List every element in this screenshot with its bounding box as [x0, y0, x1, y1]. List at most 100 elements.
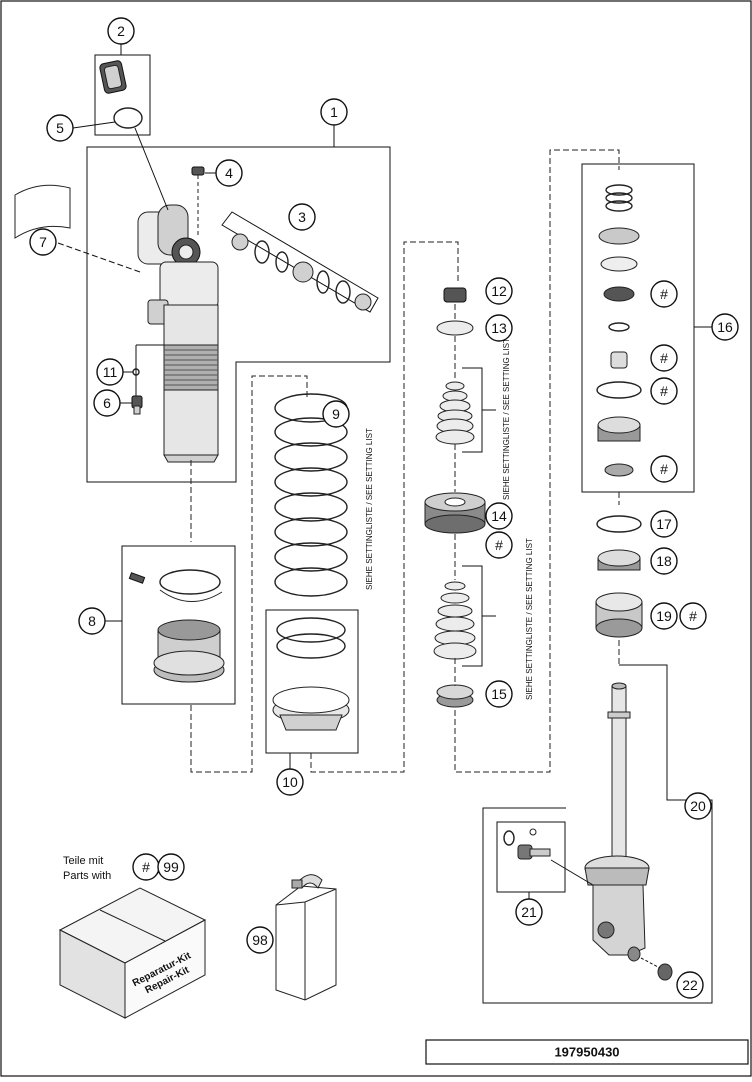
- part-10-spring-seat: [272, 617, 350, 731]
- callout-22: 22: [676, 971, 704, 999]
- setting-list-note-upper: SIEHE SETTINGLISTE / SEE SETTING LIST: [502, 338, 511, 500]
- part-8-adjuster: [128, 569, 225, 683]
- part-19-seal-head: [595, 592, 643, 638]
- callout-14: 14: [485, 502, 513, 530]
- callout-hash-16b: #: [650, 344, 678, 372]
- callout-19: 19: [650, 602, 678, 630]
- part-21-valve-insert: [503, 828, 551, 860]
- callout-10: 10: [276, 768, 304, 796]
- svg-text:10: 10: [282, 774, 298, 790]
- part-2-valve: [99, 60, 127, 94]
- group-box-21: [496, 821, 566, 893]
- svg-text:9: 9: [332, 406, 340, 422]
- callout-16: 16: [711, 313, 739, 341]
- part-3-seal-kit: [221, 211, 379, 313]
- callout-1: 1: [320, 98, 348, 126]
- svg-text:7: 7: [39, 234, 47, 250]
- callout-98: 98: [246, 926, 274, 954]
- part-1-shock-body: [137, 204, 219, 463]
- callout-99: 99: [157, 853, 185, 881]
- lead-2: [134, 127, 169, 211]
- svg-text:2: 2: [117, 23, 125, 39]
- svg-text:#: #: [660, 383, 668, 399]
- callout-17: 17: [650, 510, 678, 538]
- callout-hash-14: #: [485, 531, 513, 559]
- part-18-seal: [597, 549, 641, 571]
- group-box-16: [581, 163, 695, 493]
- svg-text:#: #: [142, 859, 150, 875]
- callout-9: 9: [322, 400, 350, 428]
- svg-text:#: #: [660, 286, 668, 302]
- callout-hash-legend: #: [132, 853, 160, 881]
- diagram-number-box: [425, 1039, 749, 1065]
- callout-15: 15: [485, 680, 513, 708]
- callout-4: 4: [215, 159, 243, 187]
- svg-text:6: 6: [103, 395, 111, 411]
- part-14-piston: [424, 492, 486, 534]
- callout-2: 2: [107, 17, 135, 45]
- callout-11: 11: [96, 358, 124, 386]
- callout-hash-16d: #: [650, 455, 678, 483]
- callout-20: 20: [684, 792, 712, 820]
- svg-text:21: 21: [521, 904, 537, 920]
- setting-list-note-9: SIEHE SETTINGLISTE / SEE SETTING LIST: [365, 428, 374, 590]
- callout-hash-16c: #: [650, 377, 678, 405]
- callout-7: 7: [29, 228, 57, 256]
- callout-hash-16a: #: [650, 280, 678, 308]
- part-20-piston-rod: [584, 682, 650, 956]
- group-box-10: [265, 609, 359, 754]
- part-22-bearing: [627, 946, 673, 981]
- link-15-16: [454, 149, 620, 773]
- callout-13: 13: [485, 314, 513, 342]
- callout-5: 5: [46, 114, 74, 142]
- lead-21: [550, 859, 594, 886]
- svg-text:12: 12: [491, 283, 507, 299]
- part-17-o-ring: [596, 515, 642, 533]
- svg-text:#: #: [660, 350, 668, 366]
- callout-6: 6: [93, 389, 121, 417]
- svg-text:5: 5: [56, 120, 64, 136]
- part-98-oil-canister: [275, 874, 337, 1001]
- part-16-valve-parts: [596, 184, 642, 477]
- callout-8: 8: [78, 607, 106, 635]
- svg-text:11: 11: [103, 364, 118, 380]
- diagram-number: 197950430: [554, 1045, 619, 1060]
- legend-line-1: Teile mit: [63, 855, 103, 867]
- link-8-9: [190, 375, 308, 773]
- svg-text:8: 8: [88, 613, 96, 629]
- svg-text:20: 20: [690, 798, 706, 814]
- svg-text:22: 22: [682, 977, 698, 993]
- svg-text:#: #: [660, 461, 668, 477]
- part-13-washer: [436, 320, 474, 336]
- svg-text:17: 17: [656, 516, 672, 532]
- svg-text:14: 14: [491, 508, 507, 524]
- callout-hash-19: #: [679, 602, 707, 630]
- group-box-20: [482, 664, 713, 1004]
- svg-text:19: 19: [656, 608, 672, 624]
- setting-list-note-lower: SIEHE SETTINGLISTE / SEE SETTING LIST: [525, 538, 534, 700]
- lead-callout-5: [72, 121, 116, 129]
- svg-text:#: #: [689, 608, 697, 624]
- svg-text:18: 18: [656, 553, 672, 569]
- lead-22: [640, 957, 661, 969]
- shim-stack-upper: [435, 381, 475, 445]
- group-box-2: [94, 54, 151, 136]
- part-12-nut: [443, 287, 467, 303]
- group-box-1: [86, 125, 391, 483]
- bracket-lower: [462, 565, 496, 667]
- svg-text:4: 4: [225, 165, 233, 181]
- callout-3: 3: [288, 203, 316, 231]
- svg-text:3: 3: [298, 209, 306, 225]
- callout-21: 21: [515, 898, 543, 926]
- part-15-spacer: [436, 684, 474, 708]
- svg-text:16: 16: [717, 319, 733, 335]
- repair-kit-box: Reparatur-Kit Repair-Kit: [58, 887, 207, 1019]
- part-7-sleeve: [14, 184, 71, 239]
- callout-18: 18: [650, 547, 678, 575]
- shim-stack-lower: [433, 581, 477, 660]
- svg-text:13: 13: [491, 320, 507, 336]
- legend-line-2: Parts with: [63, 870, 111, 882]
